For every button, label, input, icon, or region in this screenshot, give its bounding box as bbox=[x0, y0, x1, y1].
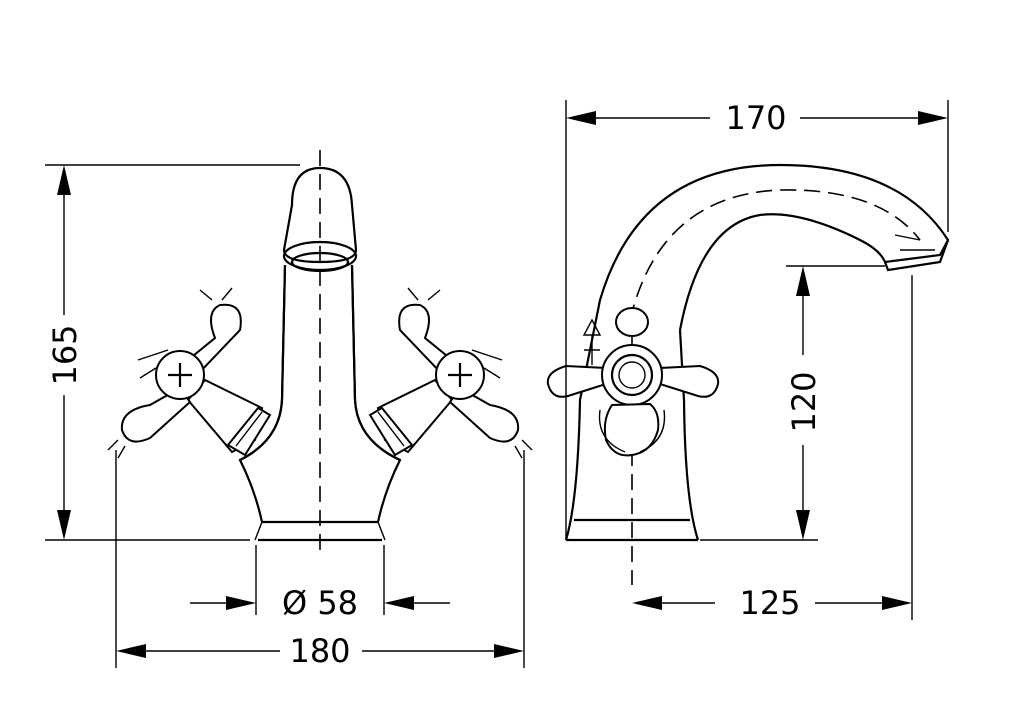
dim-width-label: 180 bbox=[289, 632, 350, 670]
side-view: 170 120 125 bbox=[546, 99, 950, 622]
left-handle-arm-upper bbox=[186, 303, 242, 374]
side-handle-left bbox=[546, 364, 607, 398]
front-view: 165 Ø 58 180 bbox=[45, 150, 533, 670]
dim-spout-reach-label: 125 bbox=[739, 584, 800, 622]
dim-height-label: 165 bbox=[46, 324, 84, 385]
side-spout bbox=[598, 163, 950, 331]
right-valve bbox=[368, 287, 533, 459]
right-handle-arm-lower bbox=[448, 386, 520, 443]
left-handle-arm-lower bbox=[120, 386, 192, 443]
side-body bbox=[564, 299, 700, 541]
left-valve bbox=[107, 287, 272, 459]
side-indicator-icon bbox=[582, 318, 602, 365]
front-spout-head bbox=[282, 166, 358, 264]
dim-spout-height-label: 120 bbox=[785, 371, 823, 432]
side-top-knob bbox=[615, 307, 649, 337]
dim-base-diameter-label: Ø 58 bbox=[282, 584, 358, 622]
front-aerator-inner bbox=[290, 251, 350, 273]
right-handle-arm-upper bbox=[398, 303, 454, 374]
side-valve-stem bbox=[603, 402, 660, 457]
side-handle-right bbox=[659, 364, 720, 398]
dim-depth-label: 170 bbox=[725, 99, 786, 137]
